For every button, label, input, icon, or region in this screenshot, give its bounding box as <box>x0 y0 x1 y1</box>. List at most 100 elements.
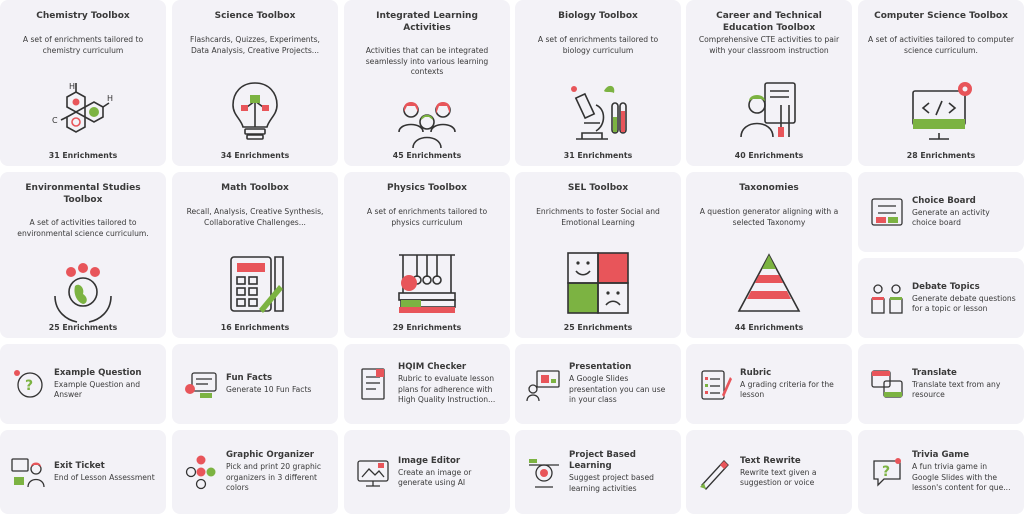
card-example-question[interactable]: ? Example Question Example Question and … <box>0 344 166 424</box>
card-title: Debate Topics <box>912 281 980 292</box>
card-science-toolbox[interactable]: Science Toolbox Flashcards, Quizzes, Exp… <box>172 0 338 166</box>
card-title: Graphic Organizer <box>226 450 315 461</box>
card-description: A Google Slides presentation you can use… <box>569 374 666 405</box>
rubric-clipboard-icon <box>701 370 732 400</box>
card-taxonomies[interactable]: Taxonomies A question generator aligning… <box>686 172 852 338</box>
exit-ticket-icon <box>11 458 45 488</box>
card-title: Integrated Learning Activities <box>376 11 478 33</box>
debate-podium-icon <box>871 284 903 314</box>
card-graphic-organizer[interactable]: Graphic Organizer Pick and print 20 grap… <box>172 430 338 514</box>
card-description: Generate an activity choice board <box>912 207 990 228</box>
card-title: Fun Facts <box>226 372 273 383</box>
card-computer-science-toolbox[interactable]: Computer Science Toolbox A set of activi… <box>858 0 1024 166</box>
card-title: Example Question <box>54 367 142 378</box>
enrichment-count: 45 Enrichments <box>392 151 462 160</box>
card-description: Recall, Analysis, Creative Synthesis, Co… <box>186 207 324 227</box>
card-title: Image Editor <box>398 455 461 466</box>
enrichment-count: 31 Enrichments <box>563 151 633 160</box>
card-description: A set of enrichments tailored to biology… <box>537 35 659 55</box>
lightbulb-circuit-icon <box>232 82 278 140</box>
pyramid-icon <box>737 253 801 312</box>
enrichment-count: 29 Enrichments <box>392 323 462 332</box>
enrichment-count: 40 Enrichments <box>734 151 804 160</box>
card-description: End of Lesson Assessment <box>54 472 155 482</box>
presentation-board-icon <box>526 370 560 402</box>
card-translate[interactable]: Translate Translate text from any resour… <box>858 344 1024 424</box>
card-title: Physics Toolbox <box>387 183 467 193</box>
chemistry-molecule-icon: H H C <box>52 82 113 133</box>
card-description: Generate 10 Fun Facts <box>226 384 312 394</box>
card-description: Comprehensive CTE activities to pair wit… <box>698 35 840 55</box>
technician-tools-icon <box>740 82 796 138</box>
svg-text:H: H <box>107 94 113 103</box>
card-cte-toolbox[interactable]: Career and Technical Education Toolbox C… <box>686 0 852 166</box>
card-title: Computer Science Toolbox <box>874 11 1008 21</box>
project-gear-icon <box>529 459 559 488</box>
card-title: Choice Board <box>912 195 976 206</box>
card-description: A set of activities tailored to computer… <box>867 35 1015 55</box>
card-description: A fun trivia game in Google Slides with … <box>912 462 1011 493</box>
card-description: A grading criteria for the lesson <box>740 379 834 400</box>
hands-globe-icon <box>54 263 112 323</box>
card-sel-toolbox[interactable]: SEL Toolbox Enrichments to foster Social… <box>515 172 681 338</box>
card-description: Example Question and Answer <box>54 379 141 400</box>
card-description: Translate text from any resource <box>912 379 1001 400</box>
card-title: HQIM Checker <box>398 362 467 373</box>
card-description: A set of activities tailored to environm… <box>17 218 149 238</box>
card-title: Exit Ticket <box>54 460 105 471</box>
card-fun-facts[interactable]: Fun Facts Generate 10 Fun Facts <box>172 344 338 424</box>
card-title: Biology Toolbox <box>558 11 638 21</box>
graphic-organizer-icon <box>185 455 216 490</box>
card-image-editor[interactable]: Image Editor Create an image or generate… <box>344 430 510 514</box>
fun-facts-icon <box>185 372 217 398</box>
card-debate-topics[interactable]: Debate Topics Generate debate questions … <box>858 258 1024 338</box>
card-title: Text Rewrite <box>740 455 801 466</box>
card-physics-toolbox[interactable]: Physics Toolbox A set of enrichments tai… <box>344 172 510 338</box>
card-biology-toolbox[interactable]: Biology Toolbox A set of enrichments tai… <box>515 0 681 166</box>
question-bubble-icon: ? <box>14 370 43 398</box>
pen-rewrite-icon <box>700 460 729 490</box>
card-description: A set of enrichments tailored to chemist… <box>22 35 144 55</box>
computer-code-icon <box>912 82 972 140</box>
enrichment-count: 34 Enrichments <box>220 151 290 160</box>
card-math-toolbox[interactable]: Math Toolbox Recall, Analysis, Creative … <box>172 172 338 338</box>
card-rubric[interactable]: Rubric A grading criteria for the lesson <box>686 344 852 424</box>
enrichment-count: 25 Enrichments <box>563 323 633 332</box>
card-title: Project Based Learning <box>569 450 636 471</box>
people-group-icon <box>398 102 456 149</box>
calculator-ruler-icon <box>230 256 284 313</box>
microscope-icon <box>571 85 627 140</box>
enrichment-count: 44 Enrichments <box>734 323 804 332</box>
enrichment-count: 28 Enrichments <box>906 151 976 160</box>
card-environmental-toolbox[interactable]: Environmental Studies Toolbox A set of a… <box>0 172 166 338</box>
svg-text:?: ? <box>25 378 33 394</box>
svg-text:?: ? <box>882 464 890 480</box>
document-check-icon <box>361 368 385 400</box>
enrichment-count: 25 Enrichments <box>48 323 118 332</box>
newtons-cradle-icon <box>398 254 456 313</box>
card-title: Rubric <box>740 367 772 378</box>
card-integrated-learning[interactable]: Integrated Learning Activities Activitie… <box>344 0 510 166</box>
svg-text:H: H <box>69 82 75 91</box>
card-presentation[interactable]: Presentation A Google Slides presentatio… <box>515 344 681 424</box>
enrichment-count: 16 Enrichments <box>220 323 290 332</box>
card-description: Flashcards, Quizzes, Experiments, Data A… <box>190 35 320 55</box>
card-trivia-game[interactable]: ? Trivia Game A fun trivia game in Googl… <box>858 430 1024 514</box>
card-chemistry-toolbox[interactable]: Chemistry Toolbox A set of enrichments t… <box>0 0 166 166</box>
card-description: Pick and print 20 graphic organizers in … <box>226 462 322 493</box>
card-choice-board[interactable]: Choice Board Generate an activity choice… <box>858 172 1024 252</box>
card-title: Chemistry Toolbox <box>36 11 130 21</box>
card-title: Career and Technical Education Toolbox <box>716 11 822 33</box>
card-title: SEL Toolbox <box>567 183 629 193</box>
card-title: Trivia Game <box>912 450 970 461</box>
card-hqim-checker[interactable]: HQIM Checker Rubric to evaluate lesson p… <box>344 344 510 424</box>
card-text-rewrite[interactable]: Text Rewrite Rewrite text given a sugges… <box>686 430 852 514</box>
trivia-bubble-icon: ? <box>873 458 901 487</box>
card-exit-ticket[interactable]: Exit Ticket End of Lesson Assessment <box>0 430 166 514</box>
card-description: Activities that can be integrated seamle… <box>365 46 489 76</box>
card-project-based-learning[interactable]: Project Based Learning Suggest project b… <box>515 430 681 514</box>
card-title: Environmental Studies Toolbox <box>25 183 141 205</box>
card-description: Create an image or generate using AI <box>398 467 472 488</box>
card-title: Science Toolbox <box>214 11 296 21</box>
